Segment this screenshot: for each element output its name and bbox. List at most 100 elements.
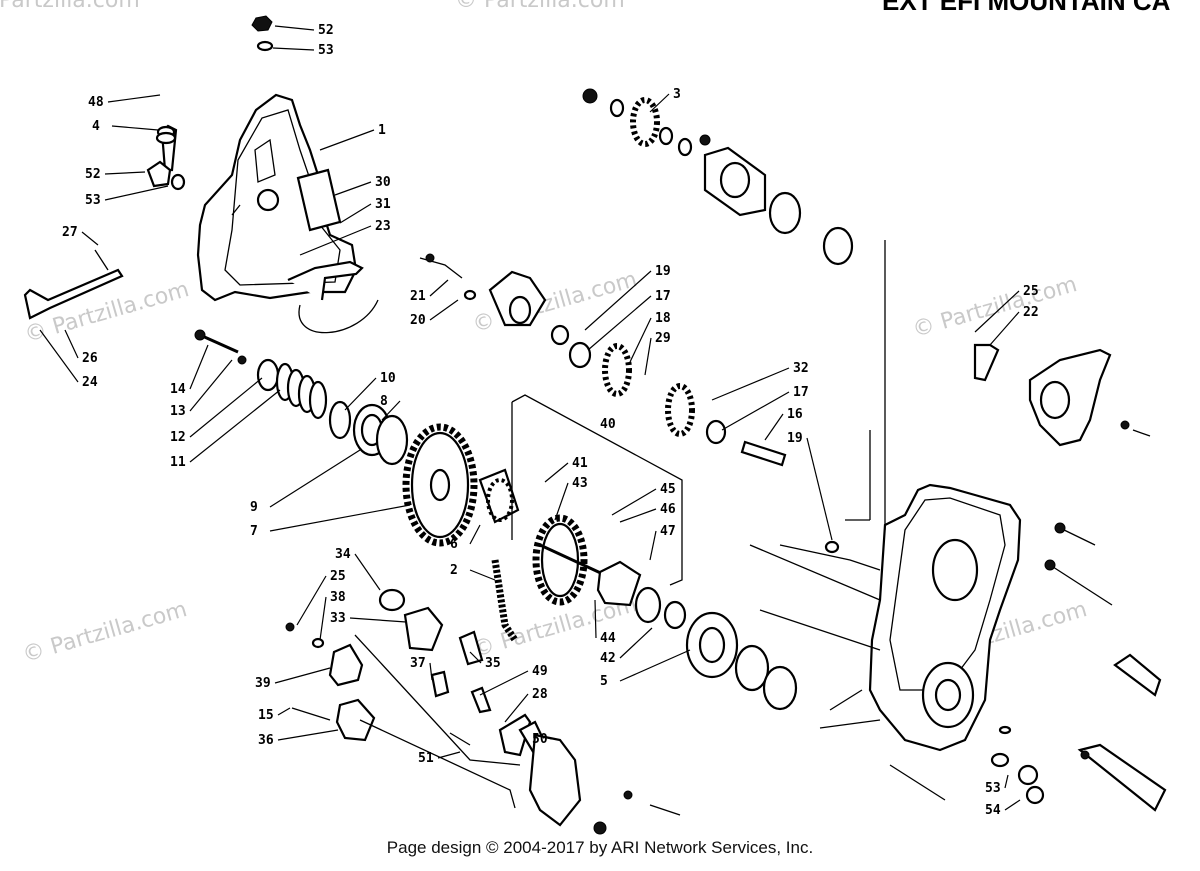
callout-leader [437,751,461,759]
callout-label: 14 [170,382,186,397]
cover-cable [298,299,379,334]
callout-label: 28 [532,687,548,702]
callout-label: 31 [375,197,391,212]
callout-leader [721,391,790,431]
callout-label: 40 [600,417,616,432]
drive-chain [491,559,518,642]
callout-leader [619,649,691,682]
callout-leader [319,596,327,641]
callout-label: 25 [1023,284,1039,299]
callout-label: 8 [380,394,388,409]
callout-leader [584,270,652,331]
callout-label: 54 [985,803,1001,818]
callout-label: 36 [258,733,274,748]
page-title: EXT EFI MOUNTAIN CA [882,0,1171,16]
callout-label: 6 [450,537,458,552]
callout-label: 24 [82,375,98,390]
callout-leader [189,359,233,412]
callout-leader [469,524,481,545]
callout-label: 32 [793,361,809,376]
callout-leader [189,389,281,463]
callout-label: 53 [985,781,1001,796]
leader-lines [354,240,886,809]
callout-label: 13 [170,404,186,419]
callout-label: 7 [250,524,258,539]
callout-leader [277,729,339,741]
mount-bracket [1028,348,1112,447]
callout-leader [296,575,327,626]
callout-label: 17 [793,385,809,400]
callout-leader [189,377,263,438]
callout-leader [189,344,209,390]
callout-label: 49 [532,664,548,679]
lever-rod [23,268,124,320]
callout-label: 41 [572,456,588,471]
callout-label: 47 [660,524,676,539]
callout-leader [619,508,657,523]
callout-label: 46 [660,502,676,517]
callout-label: 20 [410,313,426,328]
callout-leader [274,25,315,31]
callout-leader [299,225,372,256]
callout-label: 3 [673,87,681,102]
callout-label: 35 [485,656,501,671]
callout-label: 29 [655,331,671,346]
callout-leader [974,290,1020,333]
callout-label: 39 [255,676,271,691]
callout-label: 34 [335,547,351,562]
cover-handle [287,260,364,301]
callout-leader [429,662,433,681]
callout-label: 19 [787,431,803,446]
callout-leader [277,707,291,716]
callout-leader [479,670,529,696]
callout-label: 12 [170,430,186,445]
callout-leader [334,181,372,196]
callout-label: 15 [258,708,274,723]
gear-case [868,483,1022,752]
callout-label: 21 [410,289,426,304]
callout-label: 4 [92,119,100,134]
brake-sprocket [532,514,606,606]
callout-label: 51 [418,751,434,766]
callout-leader [469,651,482,664]
callout-label: 25 [330,569,346,584]
callout-leader [319,129,375,151]
callout-leader [554,482,569,521]
watermark: © Partzilla.com [0,0,140,13]
spring [275,362,328,420]
callout-label: 18 [655,311,671,326]
callout-leader [534,734,553,740]
callout-label: 42 [600,651,616,666]
callout-label: 10 [380,371,396,386]
callout-leader [381,400,401,421]
callout-leader [764,413,784,441]
callout-leader [269,449,361,508]
callout-leader [619,627,653,659]
callout-leader [504,693,529,723]
callout-leader [104,185,169,201]
callout-label: 44 [600,631,616,646]
callout-leader [107,94,161,103]
callout-label: 53 [318,43,334,58]
callout-leader [344,377,377,411]
callout-leader [339,203,372,224]
callout-label: 5 [600,674,608,689]
callout-leader [272,47,315,51]
callout-leader [711,367,790,401]
inspection-plate [296,168,342,232]
caliper-bracket [528,733,582,827]
callout-label: 50 [532,732,548,747]
callout-label: 45 [660,482,676,497]
callout-leader [594,599,597,639]
callout-leader [989,311,1020,346]
callout-label: 48 [88,95,104,110]
callout-label: 1 [378,123,386,138]
callout-label: 17 [655,289,671,304]
callout-label: 52 [318,23,334,38]
callout-label: 11 [170,455,186,470]
callout-label: 19 [655,264,671,279]
callout-label: 30 [375,175,391,190]
large-sprocket [402,423,478,547]
